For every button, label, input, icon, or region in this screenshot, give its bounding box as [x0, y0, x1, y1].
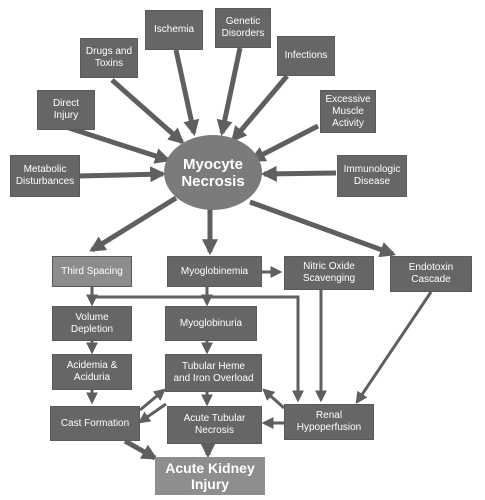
- arrow-renal-to-tubular: [262, 388, 286, 410]
- cause-excessive-muscle-activity: Excessive Muscle Activity: [320, 90, 376, 133]
- arrow-endotoxin-to-renal: [355, 291, 433, 404]
- arrow-cast-to-aki: [123, 438, 158, 461]
- arrow-direct-injury: [68, 125, 172, 164]
- myoglobinuria: Myoglobinuria: [165, 306, 257, 341]
- acute-tubular-necrosis: Acute Tubular Necrosis: [167, 406, 262, 444]
- cause-drugs-and-toxins: Drugs and Toxins: [80, 38, 138, 78]
- arrow-excessive-muscle: [249, 123, 320, 163]
- third-spacing: Third Spacing: [52, 256, 132, 287]
- endotoxin-cascade: Endotoxin Cascade: [390, 256, 472, 292]
- cause-metabolic-disturbances: Metabolic Disturbances: [10, 155, 80, 197]
- arrow-infections: [230, 74, 289, 143]
- acute-kidney-injury: Acute Kidney Injury: [155, 457, 265, 495]
- arrow-tubular-to-cast: [138, 402, 167, 424]
- arrow-metabolic: [77, 166, 167, 183]
- myoglobinemia: Myoglobinemia: [167, 256, 262, 287]
- cast-formation: Cast Formation: [50, 406, 140, 441]
- cause-immunologic-disease: Immunologic Disease: [337, 155, 407, 197]
- cause-genetic-disorders: Genetic Disorders: [215, 8, 271, 48]
- renal-hypoperfusion: Renal Hypoperfusion: [284, 404, 374, 440]
- cause-direct-injury: Direct Injury: [37, 90, 95, 130]
- arrow-ischemia: [173, 49, 200, 137]
- arrow-cast-to-tubular: [139, 388, 166, 412]
- arrow-immunologic: [260, 165, 337, 182]
- arrow-to-endotoxin: [249, 199, 397, 258]
- arrow-third-to-renal: [92, 295, 304, 403]
- arrow-drugs: [110, 78, 185, 145]
- tubular-heme-iron-overload: Tubular Heme and Iron Overload: [165, 354, 262, 392]
- myocyte-necrosis: Myocyte Necrosis: [164, 135, 262, 210]
- volume-depletion: Volume Depletion: [52, 306, 132, 341]
- arrow-genetic: [216, 47, 243, 137]
- cause-ischemia: Ischemia: [145, 10, 203, 50]
- nitric-oxide-scavenging: Nitric Oxide Scavenging: [284, 256, 374, 290]
- cause-infections: Infections: [277, 36, 335, 76]
- arrow-to-third-spacing: [89, 195, 178, 253]
- acidemia-aciduria: Acidemia & Aciduria: [52, 354, 132, 390]
